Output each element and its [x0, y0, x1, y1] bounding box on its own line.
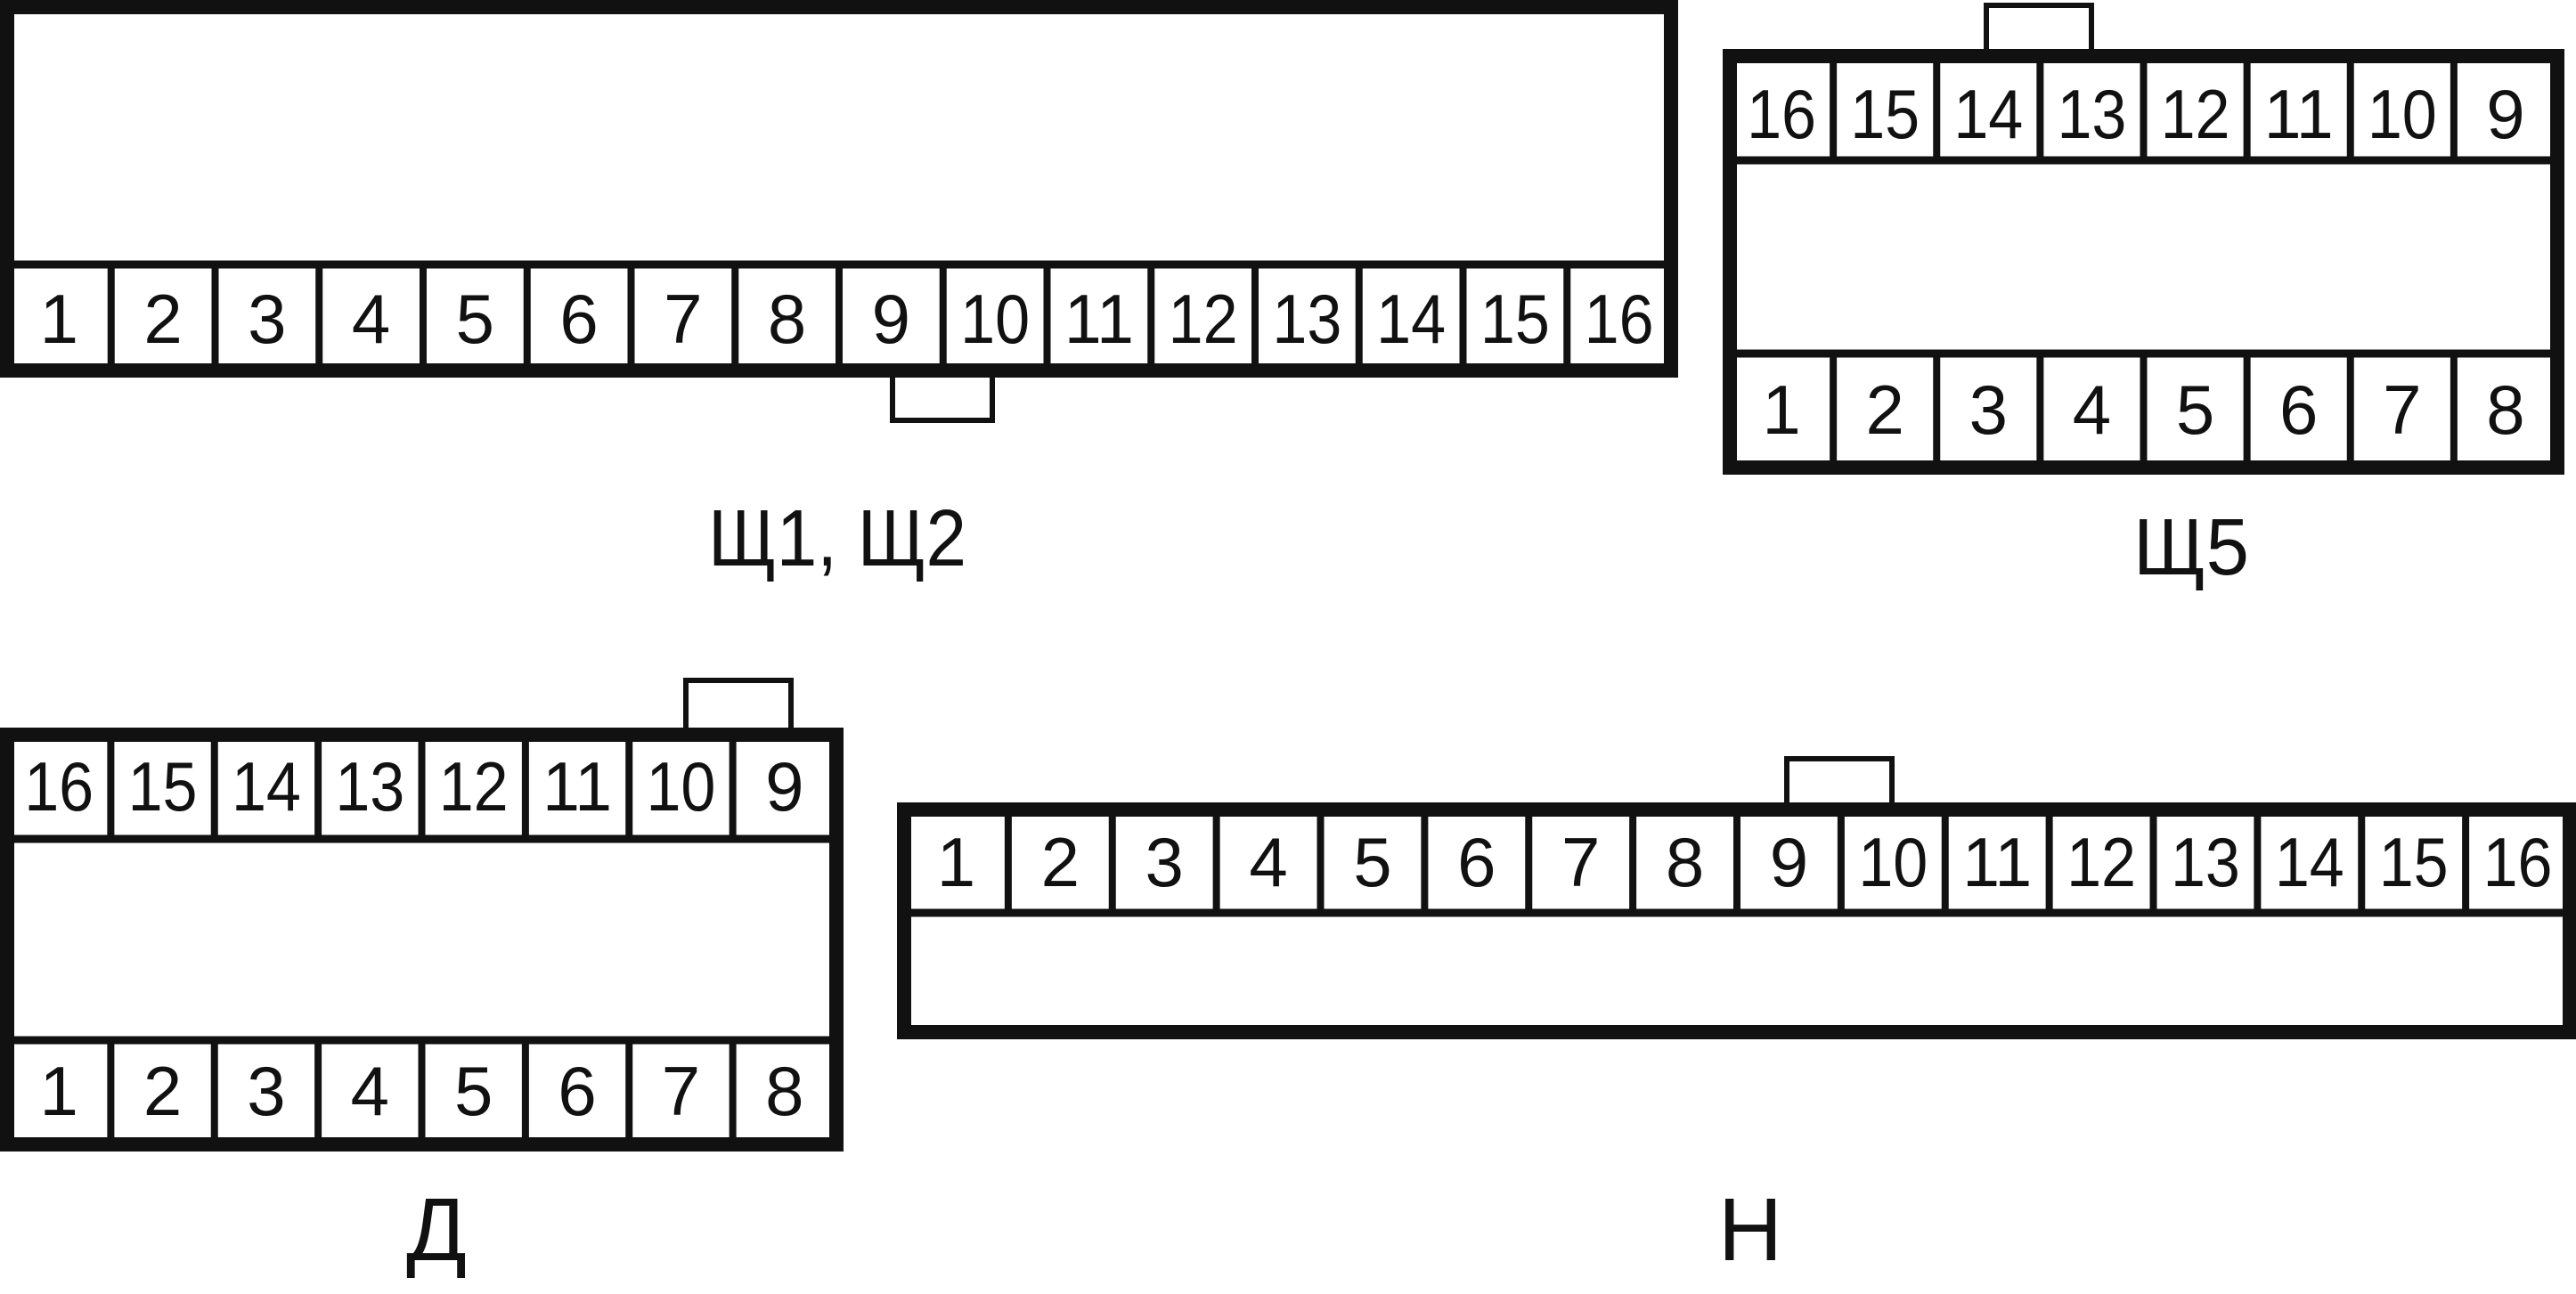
pin-number: 2 [1865, 370, 1903, 449]
pin-number: 6 [559, 280, 598, 358]
pin-number: 8 [2486, 370, 2524, 449]
pin-number: 1 [937, 823, 975, 901]
pin-number: 15 [1480, 280, 1550, 358]
pin-number: 12 [2067, 823, 2136, 901]
connector-caption: Д [406, 1180, 467, 1280]
pin-number: 9 [2486, 75, 2524, 153]
pin-number: 8 [768, 280, 806, 358]
pin-number: 1 [40, 280, 78, 358]
key-tab [1784, 756, 1895, 812]
pin-number: 16 [1747, 75, 1816, 153]
pin-number: 12 [439, 747, 509, 826]
pin-number: 4 [351, 1052, 389, 1130]
pin-number: 12 [2161, 75, 2230, 153]
pin-number: 15 [128, 747, 198, 826]
pin-number: 14 [232, 747, 301, 826]
pin-number: 13 [2057, 75, 2126, 153]
pin-number: 3 [248, 280, 286, 358]
pin-number: 14 [1376, 280, 1446, 358]
pin-number: 15 [1850, 75, 1920, 153]
pin-number: 9 [872, 280, 910, 358]
pin-number: 3 [1145, 823, 1183, 901]
pin-number: 14 [2275, 823, 2344, 901]
pin-number: 1 [1762, 370, 1800, 449]
pin-number: 9 [1770, 823, 1808, 901]
pin-number: 7 [664, 280, 702, 358]
pin-number: 16 [2483, 823, 2553, 901]
pin-number: 4 [1249, 823, 1287, 901]
pin-number: 14 [1953, 75, 2023, 153]
pin-number: 6 [2279, 370, 2318, 449]
pin-number: 7 [2383, 370, 2421, 449]
connector-caption: Щ1, Щ2 [708, 494, 966, 583]
pin-number: 10 [1858, 823, 1928, 901]
pin-number: 5 [454, 1052, 493, 1130]
pin-number: 6 [558, 1052, 596, 1130]
pin-number: 13 [1272, 280, 1341, 358]
pin-number: 10 [2368, 75, 2437, 153]
pin-number: 16 [24, 747, 94, 826]
pin-number: 11 [1962, 823, 2032, 901]
connector-caption: Щ5 [2133, 503, 2249, 592]
pin-number: 16 [1585, 280, 1654, 358]
key-tab [1984, 3, 2094, 59]
pin-number: 11 [2264, 75, 2334, 153]
pin-number: 15 [2379, 823, 2449, 901]
pin-number: 6 [1457, 823, 1496, 901]
pin-number: 13 [2171, 823, 2240, 901]
pin-number: 3 [247, 1052, 285, 1130]
pin-number: 11 [1064, 280, 1134, 358]
pin-number: 9 [765, 747, 803, 826]
pin-number: 1 [39, 1052, 77, 1130]
pin-number: 2 [143, 280, 182, 358]
pin-number: 7 [662, 1052, 700, 1130]
pin-number: 5 [2176, 370, 2214, 449]
pin-number: 8 [765, 1052, 803, 1130]
pin-number: 11 [542, 747, 612, 826]
pin-number: 5 [1353, 823, 1391, 901]
pin-number: 10 [646, 747, 715, 826]
pin-number: 13 [335, 747, 404, 826]
key-tab [683, 678, 794, 737]
connector-caption: Н [1718, 1180, 1782, 1280]
pin-number: 12 [1169, 280, 1238, 358]
pin-number: 5 [456, 280, 494, 358]
pin-number: 2 [143, 1052, 182, 1130]
pin-number: 10 [960, 280, 1030, 358]
pin-number: 8 [1666, 823, 1704, 901]
pin-number: 2 [1041, 823, 1080, 901]
pin-number: 3 [1969, 370, 2008, 449]
pin-number: 7 [1561, 823, 1600, 901]
pin-number: 4 [2073, 370, 2111, 449]
pin-number: 4 [352, 280, 390, 358]
key-tab [890, 368, 995, 423]
